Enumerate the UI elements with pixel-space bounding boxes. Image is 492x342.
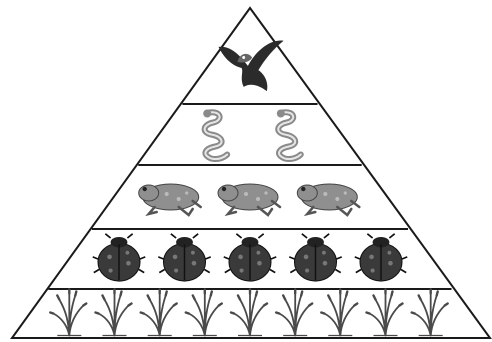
beetle-icon bbox=[158, 234, 211, 281]
beetle-icon bbox=[289, 234, 342, 281]
pyramid-level-1 bbox=[219, 40, 284, 91]
grass-icon bbox=[50, 290, 86, 336]
grass-icon bbox=[96, 290, 132, 336]
frog-icon bbox=[218, 184, 280, 215]
beetle-icon bbox=[93, 234, 146, 281]
snake-icon bbox=[277, 110, 301, 160]
frog-icon bbox=[297, 184, 359, 215]
grass-icon bbox=[141, 290, 177, 336]
pyramid-level-4 bbox=[93, 234, 408, 281]
frog-icon bbox=[139, 184, 201, 215]
grass-icon bbox=[412, 290, 448, 336]
beetle-icon bbox=[355, 234, 408, 281]
hawk-icon bbox=[219, 40, 284, 91]
pyramid-level-3 bbox=[139, 184, 360, 215]
pyramid-level-2 bbox=[203, 110, 301, 160]
pyramid-level-5 bbox=[50, 290, 447, 336]
grass-icon bbox=[186, 290, 222, 336]
grass-icon bbox=[276, 290, 312, 336]
snake-icon bbox=[203, 110, 227, 160]
grass-icon bbox=[367, 290, 403, 336]
organism-layer bbox=[50, 40, 447, 335]
beetle-icon bbox=[224, 234, 277, 281]
grass-icon bbox=[321, 290, 357, 336]
grass-icon bbox=[231, 290, 267, 336]
